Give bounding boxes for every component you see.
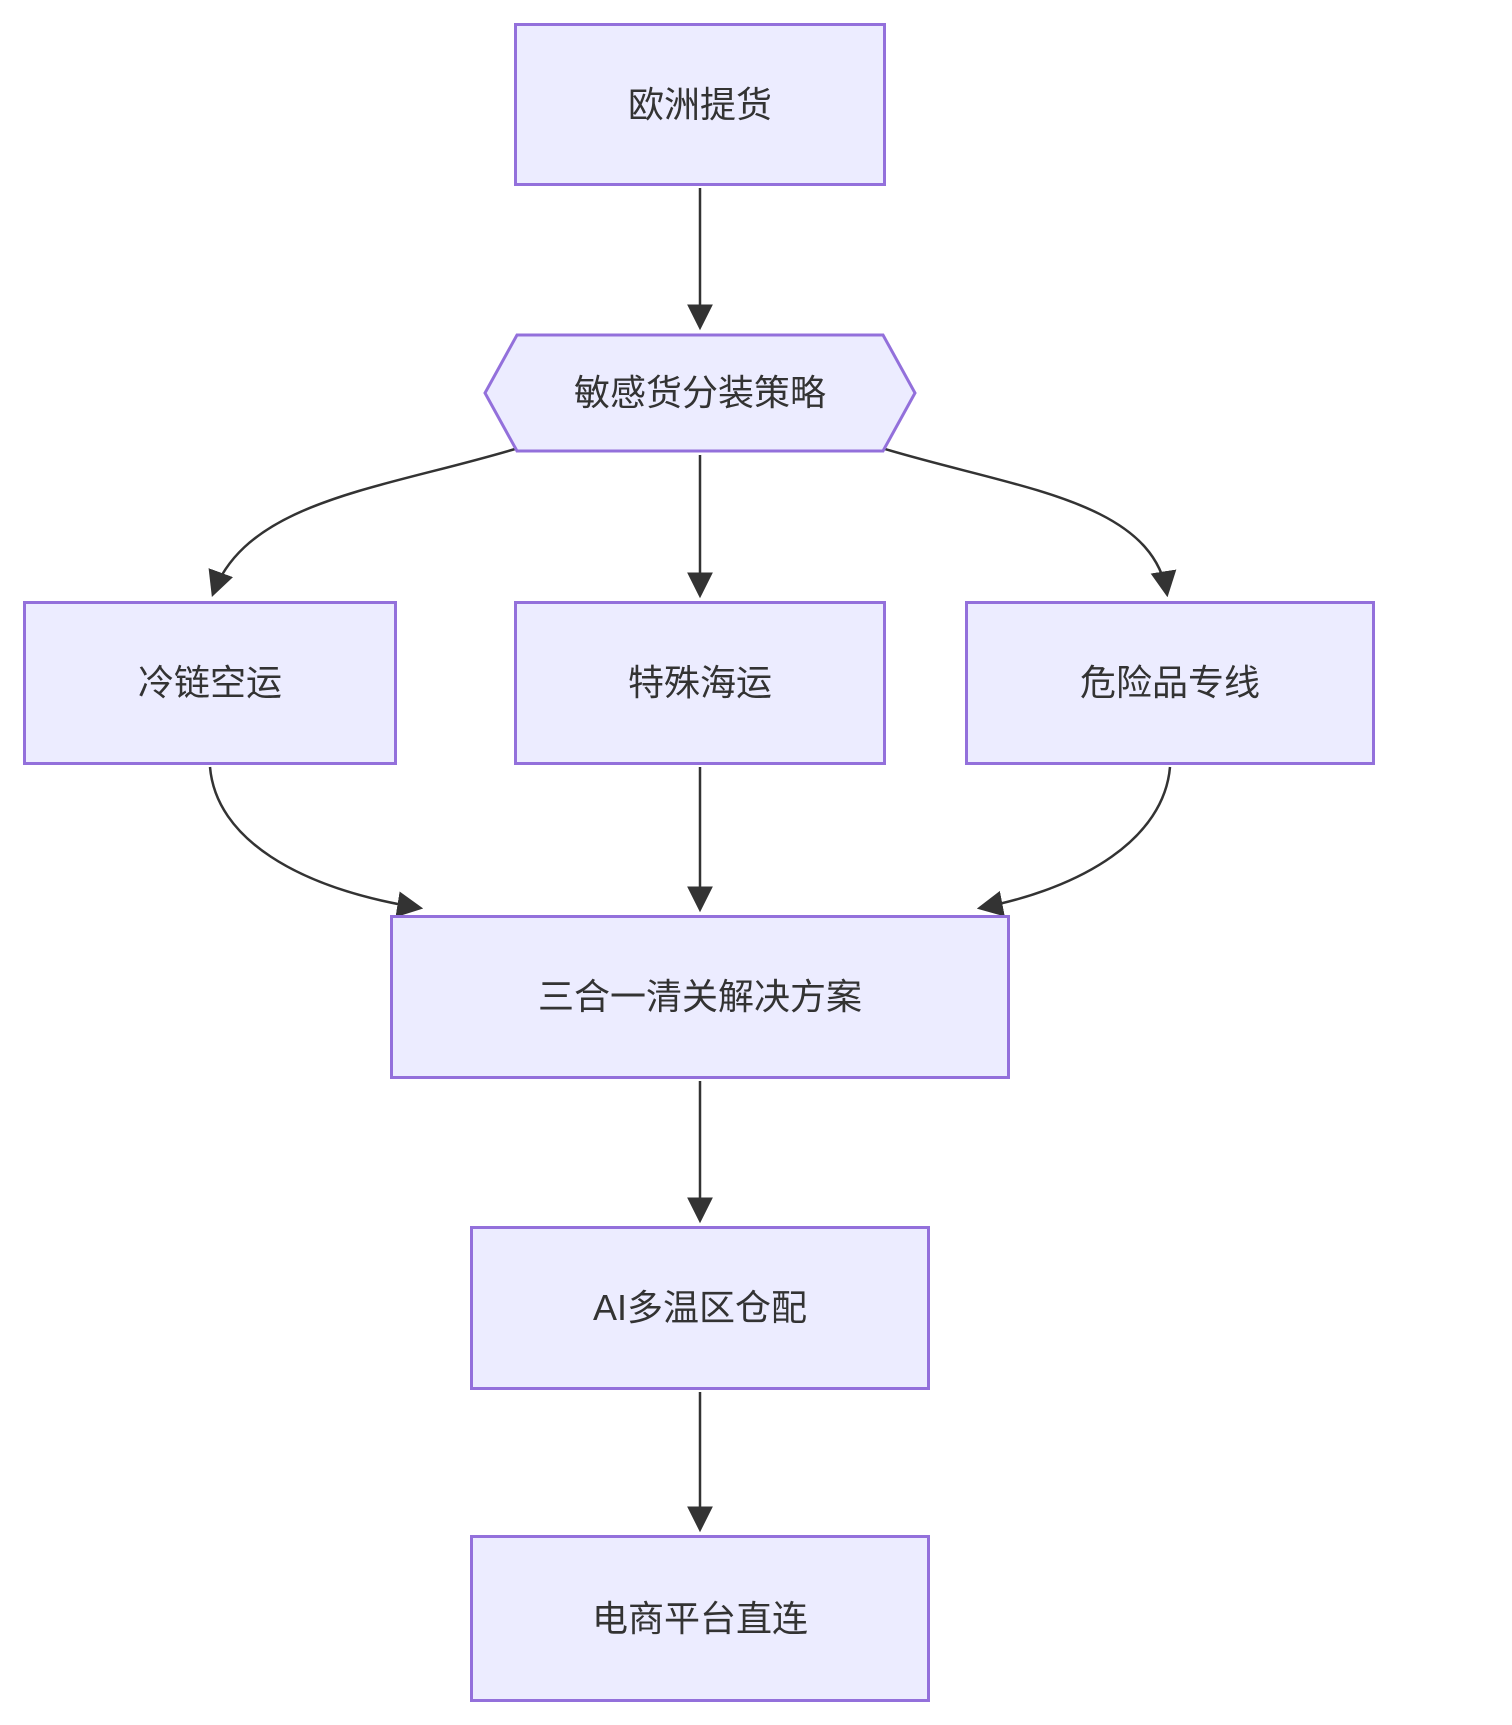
hexagon-shape [483, 333, 917, 453]
node-three-in-one-customs: 三合一清关解决方案 [390, 915, 1010, 1079]
node-ecommerce-platform-direct: 电商平台直连 [470, 1535, 930, 1702]
node-dangerous-goods-line: 危险品专线 [965, 601, 1375, 765]
node-ai-multi-temp-warehouse: AI多温区仓配 [470, 1226, 930, 1390]
node-label: 特殊海运 [627, 662, 772, 704]
node-label: 三合一清关解决方案 [537, 976, 862, 1018]
node-label: 欧洲提货 [627, 83, 772, 125]
node-special-sea-freight: 特殊海运 [514, 601, 886, 765]
edge-danger-customs [976, 766, 1172, 917]
node-label: AI多温区仓配 [592, 1287, 807, 1329]
edge-strategy-danger [874, 444, 1177, 598]
node-label: 危险品专线 [1079, 662, 1260, 704]
edge-cold-customs [208, 766, 424, 918]
node-label: 冷链空运 [137, 662, 282, 704]
node-cold-chain-air: 冷链空运 [23, 601, 397, 765]
node-europe-pickup: 欧洲提货 [514, 23, 886, 186]
node-label: 敏感货分装策略 [573, 372, 826, 414]
node-sensitive-goods-strategy: 敏感货分装策略 [483, 333, 917, 453]
edge-strategy-cold [208, 444, 526, 598]
node-label: 电商平台直连 [591, 1597, 808, 1639]
